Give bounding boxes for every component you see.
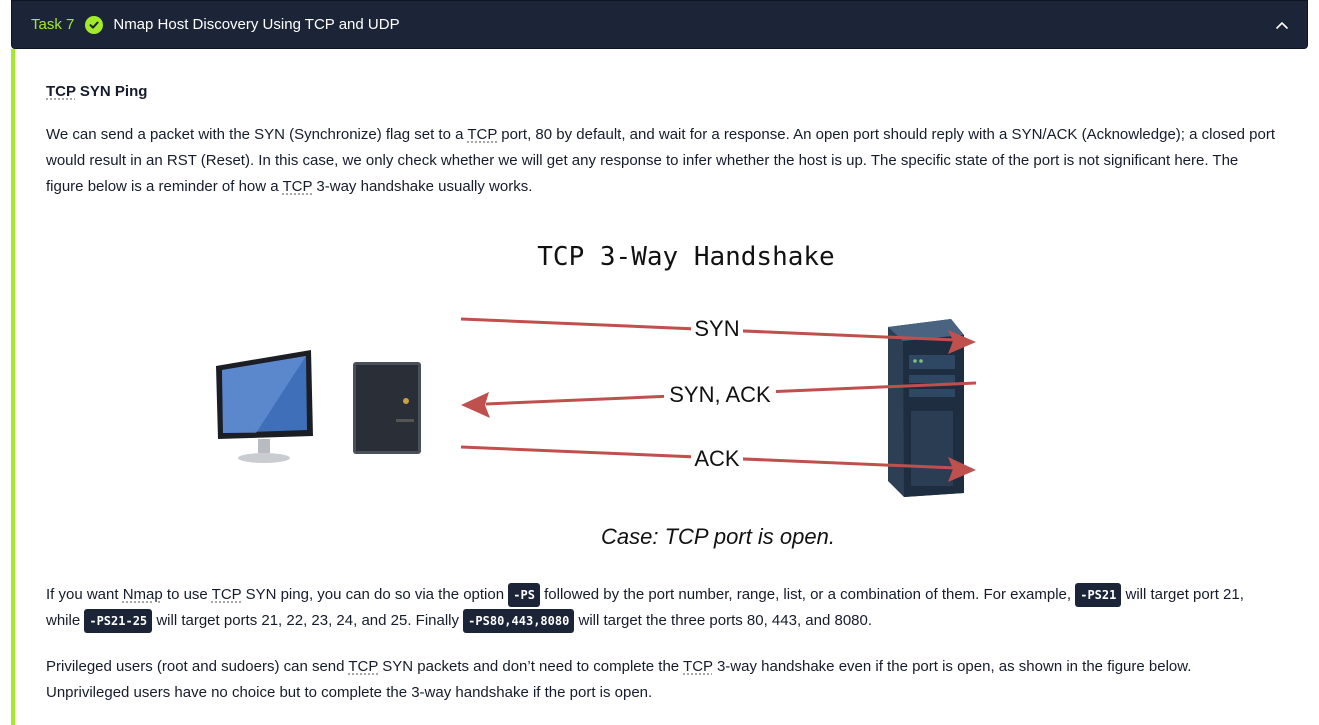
text: SYN packets and don’t need to complete t… [378, 658, 684, 675]
text: will target the three ports 80, 443, and… [574, 612, 873, 629]
client-computer-icon [216, 350, 421, 463]
label-syn-ack: SYN, ACK [669, 382, 771, 407]
text: We can send a packet with the SYN (Synch… [46, 126, 468, 143]
figure-caption: Case: TCP port is open. [601, 524, 835, 549]
code-ps80-443-8080: -PS80,443,8080 [463, 609, 575, 633]
abbr-tcp: TCP [683, 658, 713, 675]
abbr-tcp: TCP [46, 83, 76, 100]
text: SYN ping, you can do so via the option [241, 586, 509, 603]
abbr-tcp: TCP [211, 586, 242, 603]
abbr-tcp: TCP [467, 126, 498, 143]
task-content: TCP SYN Ping We can send a packet with t… [11, 49, 1312, 725]
chevron-up-icon[interactable] [1275, 18, 1289, 32]
code-ps: -PS [508, 583, 540, 607]
abbr-tcp: TCP [282, 178, 313, 195]
task-title: Nmap Host Discovery Using TCP and UDP [113, 16, 400, 33]
text: will target ports 21, 22, 23, 24, and 25… [152, 612, 464, 629]
figure-title: TCP 3-Way Handshake [537, 242, 834, 272]
text: port, 80 by default, and wait for a resp… [46, 126, 1276, 195]
abbr-nmap: Nmap [122, 586, 163, 603]
server-icon [888, 319, 964, 497]
paragraph-syn-option: If you want Nmap to use TCP SYN ping, yo… [46, 582, 1278, 634]
task-header[interactable]: Task 7 Nmap Host Discovery Using TCP and… [11, 0, 1308, 49]
section-heading: TCP SYN Ping [46, 83, 148, 100]
check-circle-icon [85, 15, 104, 34]
text: 3-way handshake even if the port is open… [46, 658, 1192, 701]
label-syn: SYN [694, 316, 739, 341]
text: If you want [46, 586, 123, 603]
abbr-tcp: TCP [348, 658, 379, 675]
code-ps21: -PS21 [1075, 583, 1122, 607]
task-number: Task 7 [31, 16, 75, 33]
code-ps21-25: -PS21-25 [84, 609, 153, 633]
text: will target port 21, while [46, 586, 1244, 629]
handshake-diagram: TCP 3-Way Handshake [216, 242, 977, 549]
paragraph-privileged: Privileged users (root and sudoers) can … [46, 654, 1278, 706]
text: to use [162, 586, 212, 603]
text: followed by the port number, range, list… [539, 586, 1076, 603]
text: 3-way handshake usually works. [312, 178, 533, 195]
text: Privileged users (root and sudoers) can … [46, 658, 349, 675]
label-ack: ACK [694, 446, 740, 471]
paragraph-intro: We can send a packet with the SYN (Synch… [46, 122, 1278, 200]
